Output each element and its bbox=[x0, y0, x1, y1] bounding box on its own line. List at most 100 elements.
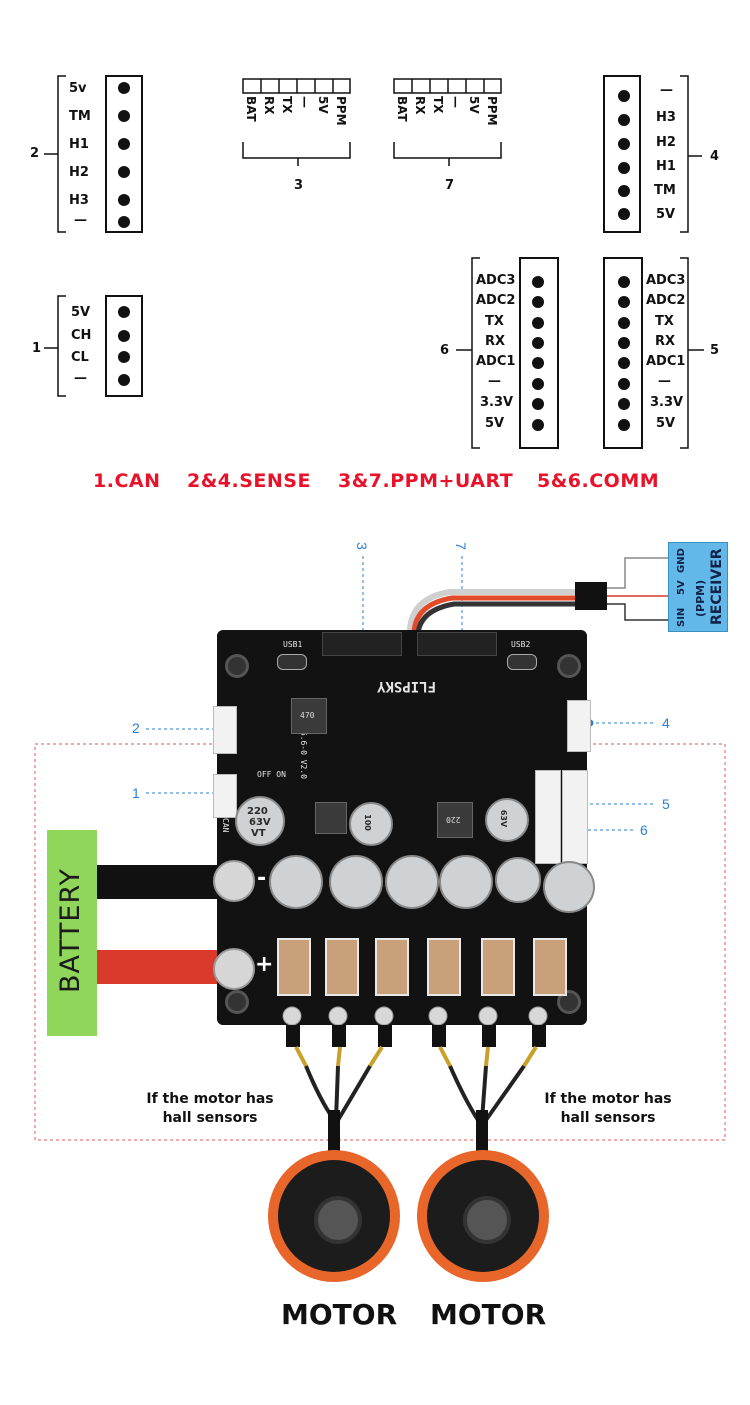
jst-connector-5 bbox=[562, 770, 588, 864]
pin-label: BAT bbox=[395, 96, 409, 122]
esc-board: USB1 USB2 FLIPSKY V6.6-0 V2.0 CAN OFF ON… bbox=[213, 630, 595, 1025]
pin-label: 5V bbox=[71, 305, 91, 320]
pin-label: 5V bbox=[467, 96, 481, 114]
connector-6-diagram: 6 ADC3 ADC2 TX RX ADC1 — 3.3V 5V bbox=[436, 256, 566, 452]
pin-label: H1 bbox=[69, 137, 89, 152]
motor-right-label: MOTOR bbox=[430, 1298, 547, 1331]
can-label: CAN bbox=[221, 818, 230, 833]
jst-connector-1 bbox=[213, 774, 237, 818]
pin-label: TM bbox=[654, 183, 676, 198]
callout-1: 1 bbox=[132, 785, 140, 801]
capacitor bbox=[329, 855, 383, 909]
pin-label: 5V bbox=[316, 96, 330, 114]
jst-connector-4 bbox=[567, 700, 591, 752]
mount-hole bbox=[557, 654, 581, 678]
terminal-minus-sign: - bbox=[257, 866, 267, 891]
header-3 bbox=[322, 632, 402, 656]
header-7 bbox=[417, 632, 497, 656]
capacitor: 100 bbox=[349, 802, 393, 846]
connector-1-diagram: 1 5V CH CL — bbox=[30, 294, 150, 400]
pin-label: TX bbox=[431, 96, 445, 114]
connector-2-frame bbox=[44, 75, 143, 233]
callout-4: 4 bbox=[662, 715, 670, 731]
mosfet bbox=[427, 938, 461, 996]
pin-label: ADC3 bbox=[476, 273, 516, 288]
callout-5: 5 bbox=[662, 796, 670, 812]
mosfet bbox=[277, 938, 311, 996]
legend-can: 1.CAN bbox=[93, 470, 161, 492]
motor-left bbox=[268, 1150, 400, 1282]
pin-label: 5v bbox=[69, 81, 87, 96]
pin-label: RX bbox=[413, 96, 427, 115]
mount-hole bbox=[225, 654, 249, 678]
callout-2: 2 bbox=[132, 720, 140, 736]
pin-label: 5V bbox=[485, 416, 505, 431]
pin-label: TX bbox=[280, 96, 294, 114]
cap-label: 63V bbox=[249, 817, 271, 828]
connector-2-diagram: 2 5v TM H1 H2 H3 — bbox=[30, 74, 150, 238]
pin-label: ADC2 bbox=[476, 293, 516, 308]
pinout-diagrams: 2 5v TM H1 H2 H3 — 1 5V CH CL — bbox=[0, 0, 750, 449]
pin-label: RX bbox=[655, 334, 676, 349]
pin-label: — bbox=[298, 96, 312, 108]
motor-right bbox=[417, 1150, 549, 1282]
pin-label: H2 bbox=[656, 135, 676, 150]
connector-3-frame bbox=[242, 78, 351, 166]
inductor-470: 470 bbox=[291, 698, 327, 734]
pin-label: BAT bbox=[244, 96, 258, 122]
connector-5-frame bbox=[603, 257, 704, 449]
legend-sense: 2&4.SENSE bbox=[187, 470, 311, 492]
terminal-positive bbox=[213, 948, 255, 990]
capacitor-row bbox=[269, 855, 595, 915]
pin-label: 5V bbox=[656, 207, 676, 222]
capacitor: 63V bbox=[485, 798, 529, 842]
connector-legend: 1.CAN 2&4.SENSE 3&7.PPM+UART 5&6.COMM bbox=[0, 470, 750, 500]
capacitor bbox=[385, 855, 439, 909]
pin-label: — bbox=[488, 374, 501, 389]
jst-connector-2 bbox=[213, 706, 237, 754]
inductor-220: 220 bbox=[437, 802, 473, 838]
pin-label: — bbox=[74, 213, 87, 228]
pin-label: TM bbox=[69, 109, 91, 124]
pin-label: H3 bbox=[69, 193, 89, 208]
pin-label: 5V bbox=[656, 416, 676, 431]
connector-3-diagram: BAT RX TX — 5V PPM 3 bbox=[240, 76, 355, 196]
pin-label: ADC1 bbox=[476, 354, 516, 369]
pin-label: — bbox=[658, 374, 671, 389]
motor-wires bbox=[282, 1006, 548, 1170]
pin-label: CL bbox=[71, 350, 89, 365]
cap-label: VT bbox=[251, 828, 266, 839]
receiver-module: RECEIVER (PPM) SIN 5V GND bbox=[668, 542, 728, 632]
connector-4-diagram: — H3 H2 H1 TM 5V 4 bbox=[600, 74, 730, 238]
capacitor bbox=[495, 857, 541, 903]
capacitor: 220 63V VT bbox=[235, 796, 285, 846]
pin-label: 3.3V bbox=[480, 395, 514, 410]
connector-6-frame bbox=[456, 257, 559, 449]
mosfet bbox=[375, 938, 409, 996]
mosfet bbox=[533, 938, 567, 996]
battery-positive-wire bbox=[97, 950, 221, 984]
pin-label: H2 bbox=[69, 165, 89, 180]
usb1-label: USB1 bbox=[283, 640, 303, 649]
pin-label: RX bbox=[485, 334, 506, 349]
connector-5-number: 5 bbox=[710, 343, 720, 358]
pin-label: H3 bbox=[656, 110, 676, 125]
pin-label: PPM bbox=[334, 96, 348, 126]
pin-label: CH bbox=[71, 328, 92, 343]
inductor-220-small bbox=[315, 802, 347, 834]
usb2-label: USB2 bbox=[511, 640, 531, 649]
connector-7-frame bbox=[393, 78, 502, 166]
pin-label: ADC1 bbox=[646, 354, 686, 369]
pin-label: TX bbox=[485, 314, 504, 329]
hall-note-right: If the motor has hall sensors bbox=[544, 1091, 672, 1126]
connector-5-diagram: ADC3 ADC2 TX RX ADC1 — 3.3V 5V 5 bbox=[600, 256, 730, 452]
mosfet bbox=[325, 938, 359, 996]
legend-ppm-uart: 3&7.PPM+UART bbox=[338, 470, 514, 492]
connector-6-number: 6 bbox=[440, 343, 450, 358]
connector-4-frame bbox=[603, 75, 702, 233]
pin-label: PPM bbox=[485, 96, 499, 126]
connector-7-number: 7 bbox=[445, 178, 455, 193]
callout-6: 6 bbox=[640, 822, 648, 838]
connector-7-diagram: BAT RX TX — 5V PPM 7 bbox=[391, 76, 506, 196]
inductor-470-label: 470 bbox=[300, 711, 315, 720]
